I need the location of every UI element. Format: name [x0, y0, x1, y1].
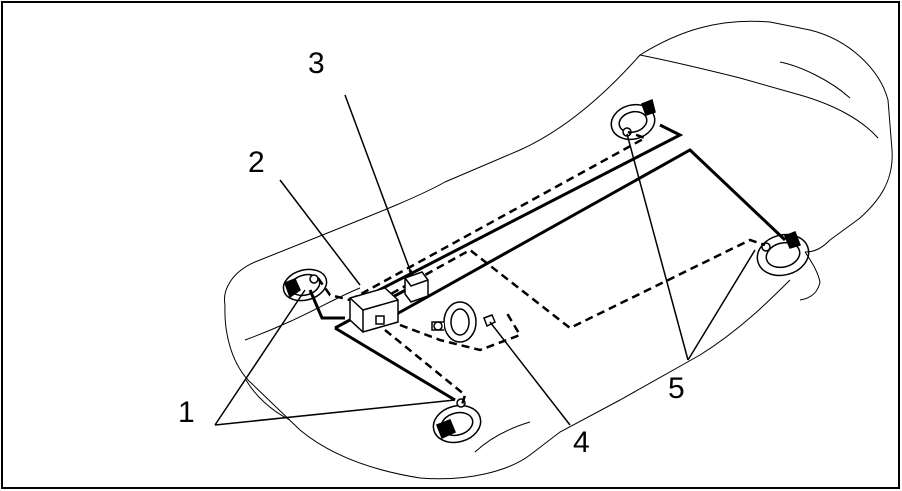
callout-2: 2 [248, 146, 265, 179]
sensor-wires-dashed [316, 130, 766, 406]
callout-4: 4 [573, 426, 590, 459]
wheel-rear-left [610, 98, 656, 141]
relay-connector [404, 271, 429, 303]
car-body-outline [223, 20, 893, 480]
wheel-front-left [282, 268, 328, 302]
callout-3: 3 [308, 47, 325, 80]
abs-control-unit [349, 287, 399, 333]
callout-5: 5 [668, 372, 685, 405]
brake-booster [431, 301, 477, 343]
wheel-front-right [432, 398, 482, 444]
leader-lines [214, 94, 756, 426]
callout-1: 1 [178, 396, 195, 429]
brake-lines-solid [308, 123, 787, 402]
g-sensor [483, 314, 496, 328]
